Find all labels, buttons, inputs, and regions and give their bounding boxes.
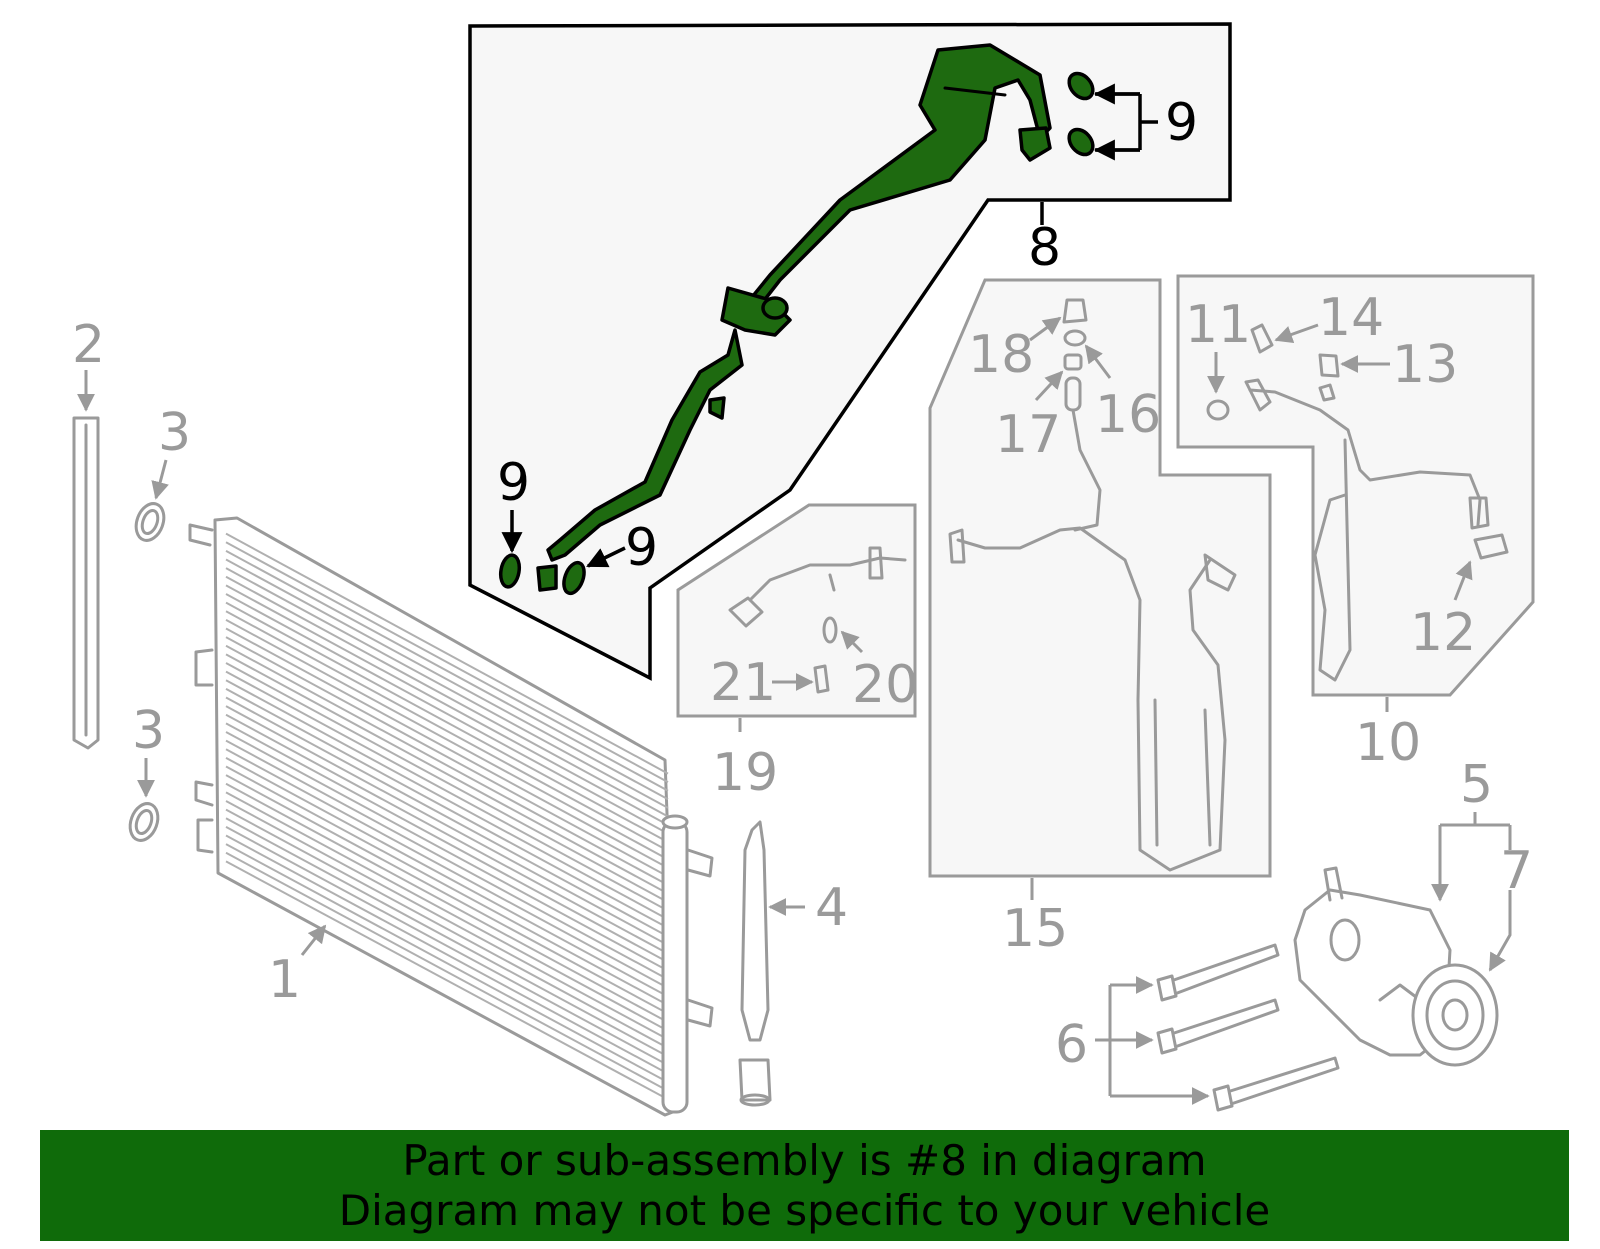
- leaders-9-8: [501, 83, 1158, 568]
- callout-21: 21: [710, 653, 776, 713]
- condenser-fin: [225, 567, 669, 809]
- callout-4: 4: [815, 878, 848, 938]
- sensor-19[interactable]: [728, 546, 907, 694]
- leaders-6: [1095, 976, 1210, 1105]
- condenser-fin: [225, 627, 669, 869]
- callout-9-top: 9: [1165, 93, 1198, 153]
- notice-banner: Part or sub-assembly is #8 in diagram Di…: [40, 1130, 1569, 1241]
- condenser-fin: [225, 851, 669, 1092]
- leader-1: [300, 924, 327, 956]
- callout-12: 12: [1410, 603, 1476, 663]
- o-ring-seals-9[interactable]: [498, 69, 1097, 596]
- callout-18: 18: [968, 325, 1034, 385]
- callout-5: 5: [1460, 755, 1493, 815]
- callout-10: 10: [1355, 713, 1421, 773]
- condenser-fin: [225, 705, 669, 946]
- condenser-fin: [225, 808, 669, 1049]
- callout-20: 20: [852, 655, 918, 715]
- condenser-fin: [225, 739, 669, 981]
- condenser-fin: [225, 817, 669, 1058]
- condenser-fin: [225, 679, 669, 921]
- condenser-fin: [225, 584, 669, 826]
- condenser-fin: [225, 644, 669, 886]
- banner-line-2: Diagram may not be specific to your vehi…: [338, 1185, 1271, 1235]
- callout-17: 17: [995, 405, 1061, 465]
- ac-line-15[interactable]: [948, 298, 1237, 872]
- condenser-fin: [225, 765, 669, 1006]
- assembly-15-panel: [928, 278, 1272, 878]
- condenser-fin: [225, 558, 669, 801]
- condenser-fin: [225, 696, 669, 938]
- callout-6: 6: [1055, 1015, 1088, 1075]
- bolts-6[interactable]: [1156, 943, 1340, 1112]
- condenser-fin: [225, 722, 669, 964]
- condenser-fin: [225, 601, 669, 844]
- condenser-fin: [225, 756, 669, 998]
- seal-2[interactable]: [72, 416, 100, 750]
- condenser-fin: [225, 713, 669, 955]
- condenser-fin: [225, 575, 669, 818]
- condenser-fin: [225, 532, 669, 775]
- ac-line-10[interactable]: [1206, 323, 1509, 682]
- condenser-fin: [225, 662, 669, 904]
- callout-labels: 1 2 3 3 4 5 6 7 8 9 9 9 10 11 12 13 14 1…: [72, 93, 1533, 1075]
- leaders-19-21: [738, 630, 864, 732]
- condenser-fin: [225, 610, 669, 852]
- callout-8: 8: [1028, 218, 1061, 278]
- callout-2: 2: [72, 315, 105, 375]
- callout-16: 16: [1095, 385, 1161, 445]
- callout-1: 1: [268, 950, 301, 1010]
- condenser-fin: [225, 782, 669, 1024]
- condenser-fin: [225, 653, 669, 895]
- condenser-fin: [225, 593, 669, 835]
- condenser-fin: [225, 549, 669, 792]
- condenser-fin: [225, 843, 669, 1084]
- o-ring-3[interactable]: [125, 500, 168, 845]
- assembly-8-panel: [468, 22, 1232, 681]
- callout-13: 13: [1392, 335, 1458, 395]
- callout-19: 19: [712, 743, 778, 803]
- condenser-fin: [225, 687, 669, 929]
- banner-line-1: Part or sub-assembly is #8 in diagram: [402, 1135, 1207, 1185]
- callout-9-left: 9: [497, 453, 530, 513]
- callout-14: 14: [1318, 288, 1384, 348]
- ac-line-assembly-8[interactable]: [536, 43, 1052, 592]
- callout-11: 11: [1185, 295, 1251, 355]
- condenser-fin: [225, 834, 669, 1075]
- callout-3-upper: 3: [158, 403, 191, 463]
- condenser-fin: [225, 748, 669, 989]
- condenser-fin: [225, 800, 669, 1041]
- leaders-10-14: [1207, 323, 1473, 712]
- condenser-fin: [225, 860, 669, 1101]
- condenser-fin: [225, 774, 669, 1015]
- assembly-10-panel: [1176, 274, 1535, 697]
- condenser-fin: [225, 731, 669, 972]
- drier-4[interactable]: [738, 820, 772, 1107]
- callout-7: 7: [1500, 841, 1533, 901]
- leaders-15-18: [1029, 316, 1112, 900]
- callout-9-right: 9: [625, 518, 658, 578]
- condenser-fin: [225, 636, 669, 878]
- condenser-fin: [225, 670, 669, 912]
- assembly-19-panel: [676, 503, 917, 718]
- condenser-fin: [225, 541, 669, 784]
- callout-3-lower: 3: [132, 701, 165, 761]
- leaders-5-7: [1431, 812, 1512, 972]
- clutch-7[interactable]: [1411, 963, 1499, 1067]
- condenser-fin: [225, 825, 669, 1067]
- leaders-3: [137, 459, 169, 798]
- condenser-fin: [225, 618, 669, 861]
- condenser-1[interactable]: [188, 516, 714, 1117]
- condenser-fin: [225, 791, 669, 1032]
- callout-15: 15: [1002, 899, 1068, 959]
